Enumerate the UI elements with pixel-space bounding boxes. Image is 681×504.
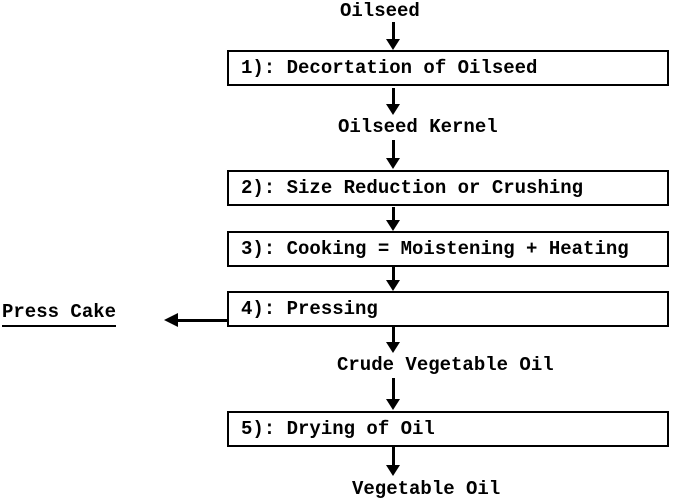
arrow-head-icon [386, 39, 400, 50]
step-box-3: 3): Cooking = Moistening + Heating [227, 231, 669, 267]
arrow-head-icon [386, 158, 400, 169]
arrow-down-6 [386, 327, 400, 353]
label-crude-vegetable-oil: Crude Vegetable Oil [337, 354, 554, 376]
arrow-left-head-icon [164, 313, 178, 327]
step-box-2: 2): Size Reduction or Crushing [227, 170, 669, 206]
step-label-2: 2): Size Reduction or Crushing [241, 177, 584, 199]
arrow-shaft [391, 88, 395, 104]
arrow-down-2 [386, 88, 400, 115]
arrow-shaft [391, 267, 395, 280]
arrow-shaft [391, 447, 395, 465]
label-vegetable-oil: Vegetable Oil [352, 478, 501, 500]
arrow-shaft [391, 327, 395, 342]
arrow-head-icon [386, 399, 400, 410]
arrow-head-icon [386, 280, 400, 291]
step-box-4: 4): Pressing [227, 291, 669, 327]
arrow-down-5 [386, 267, 400, 291]
label-press-cake: Press Cake [2, 301, 117, 327]
arrow-head-icon [386, 104, 400, 115]
arrow-left-shaft [178, 319, 227, 322]
arrow-down-1 [386, 22, 400, 50]
arrow-head-icon [386, 465, 400, 476]
arrow-down-4 [386, 207, 400, 231]
arrow-shaft [391, 22, 395, 39]
arrow-head-icon [386, 220, 400, 231]
arrow-shaft [391, 140, 395, 158]
arrow-head-icon [386, 342, 400, 353]
arrow-down-8 [386, 447, 400, 476]
arrow-down-3 [386, 140, 400, 169]
step-label-4: 4): Pressing [241, 298, 378, 320]
step-box-1: 1): Decortation of Oilseed [227, 50, 669, 86]
arrow-shaft [391, 378, 395, 399]
step-label-1: 1): Decortation of Oilseed [241, 57, 538, 79]
step-label-5: 5): Drying of Oil [241, 418, 435, 440]
step-label-3: 3): Cooking = Moistening + Heating [241, 238, 629, 260]
label-oilseed: Oilseed [340, 0, 420, 22]
arrow-down-7 [386, 378, 400, 410]
arrow-shaft [391, 207, 395, 220]
step-box-5: 5): Drying of Oil [227, 411, 669, 447]
label-oilseed-kernel: Oilseed Kernel [338, 116, 498, 138]
